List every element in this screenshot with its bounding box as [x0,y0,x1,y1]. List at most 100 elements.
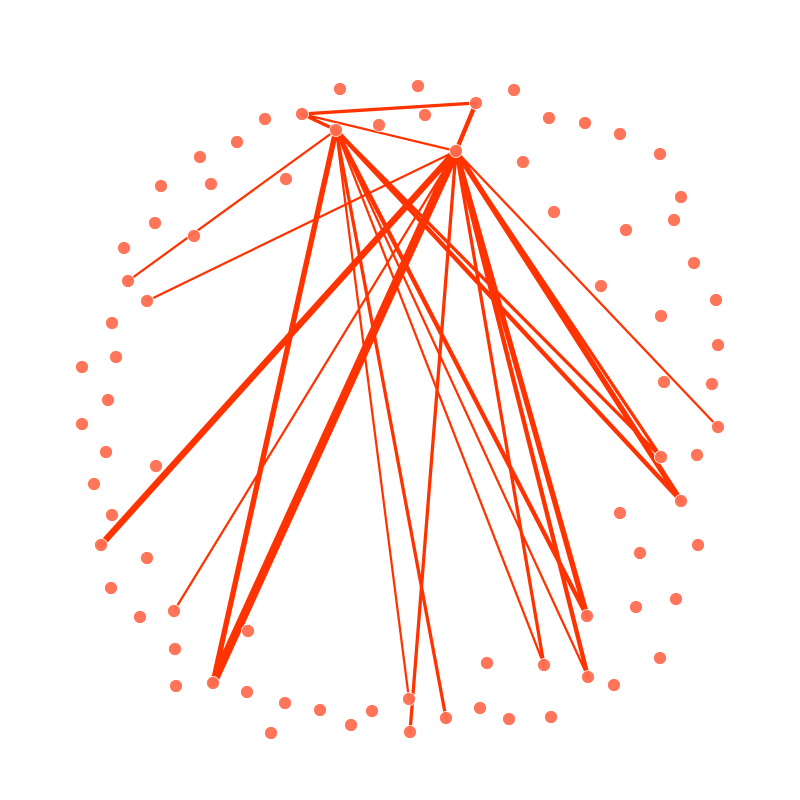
graph-node [654,450,668,464]
graph-node [578,116,592,130]
graph-edge [334,128,411,701]
graph-node [140,294,154,308]
graph-node [402,692,416,706]
graph-node [258,112,272,126]
graph-node [507,83,521,97]
graph-node [241,624,255,638]
graph-node [629,600,643,614]
graph-edge [453,100,479,154]
graph-node [687,256,701,270]
graph-node [344,718,358,732]
graph-node [230,135,244,149]
graph-node [516,155,530,169]
graph-node [87,477,101,491]
graph-edge [334,128,590,679]
graph-node [278,696,292,710]
graph-node [167,604,181,618]
graph-node [148,216,162,230]
graph-node [94,538,108,552]
graph-node [711,420,725,434]
graph-edge [172,149,458,613]
graph-edge [300,112,458,153]
graph-node [547,205,561,219]
graph-node [105,316,119,330]
graph-node [613,506,627,520]
graph-edge [333,127,684,504]
graph-edge [454,149,546,667]
graph-node [101,393,115,407]
graph-node [140,551,154,565]
graph-node [667,213,681,227]
graph-edge [97,147,460,549]
graph-node [365,704,379,718]
graph-node [240,685,254,699]
graph-node [117,241,131,255]
graph-edge [126,128,338,283]
graph-edge [300,101,478,116]
graph-node [295,107,309,121]
graph-node [187,229,201,243]
graph-edge [453,148,590,619]
graph-node [674,494,688,508]
graph-node [206,676,220,690]
graph-node [204,177,218,191]
graph-node [169,679,183,693]
graph-node [193,150,207,164]
graph-edge [408,149,458,734]
graph-node [75,360,89,374]
graph-node [542,111,556,125]
graph-node [669,592,683,606]
graph-node [613,127,627,141]
graph-node [674,190,688,204]
graph-node [607,678,621,692]
graph-node [75,417,89,431]
graph-node [469,96,483,110]
graph-node [449,144,463,158]
graph-node [109,350,123,364]
graph-node [594,279,608,293]
graph-node [653,147,667,161]
graph-edge [334,128,546,667]
graph-node [411,79,425,93]
graph-node [705,377,719,391]
graph-edge [145,149,458,303]
graph-node [168,642,182,656]
graph-node [418,108,432,122]
graph-node [711,338,725,352]
graph-node [619,223,633,237]
graph-node [502,712,516,726]
graph-edge [210,127,339,686]
graph-node [653,651,667,665]
graph-node [580,609,594,623]
graph-node [690,448,704,462]
graph-node [154,179,168,193]
graph-node [657,375,671,389]
graph-edge [453,148,684,504]
edge-layer [97,100,720,734]
graph-node [633,546,647,560]
graph-edge [334,128,448,720]
graph-node [473,701,487,715]
graph-node [121,274,135,288]
graph-node [544,710,558,724]
graph-node [691,538,705,552]
graph-node [372,118,386,132]
graph-node [709,293,723,307]
graph-node [279,172,293,186]
graph-edge [333,127,590,619]
graph-node [99,445,113,459]
graph-node [333,82,347,96]
graph-node [439,711,453,725]
graph-edge [208,146,461,688]
graph-node [654,309,668,323]
node-layer [75,79,725,740]
graph-node [133,610,147,624]
graph-node [105,508,119,522]
graph-node [537,658,551,672]
graph-node [149,459,163,473]
graph-edge [454,149,720,429]
graph-node [329,123,343,137]
graph-node [264,726,278,740]
graph-node [480,656,494,670]
